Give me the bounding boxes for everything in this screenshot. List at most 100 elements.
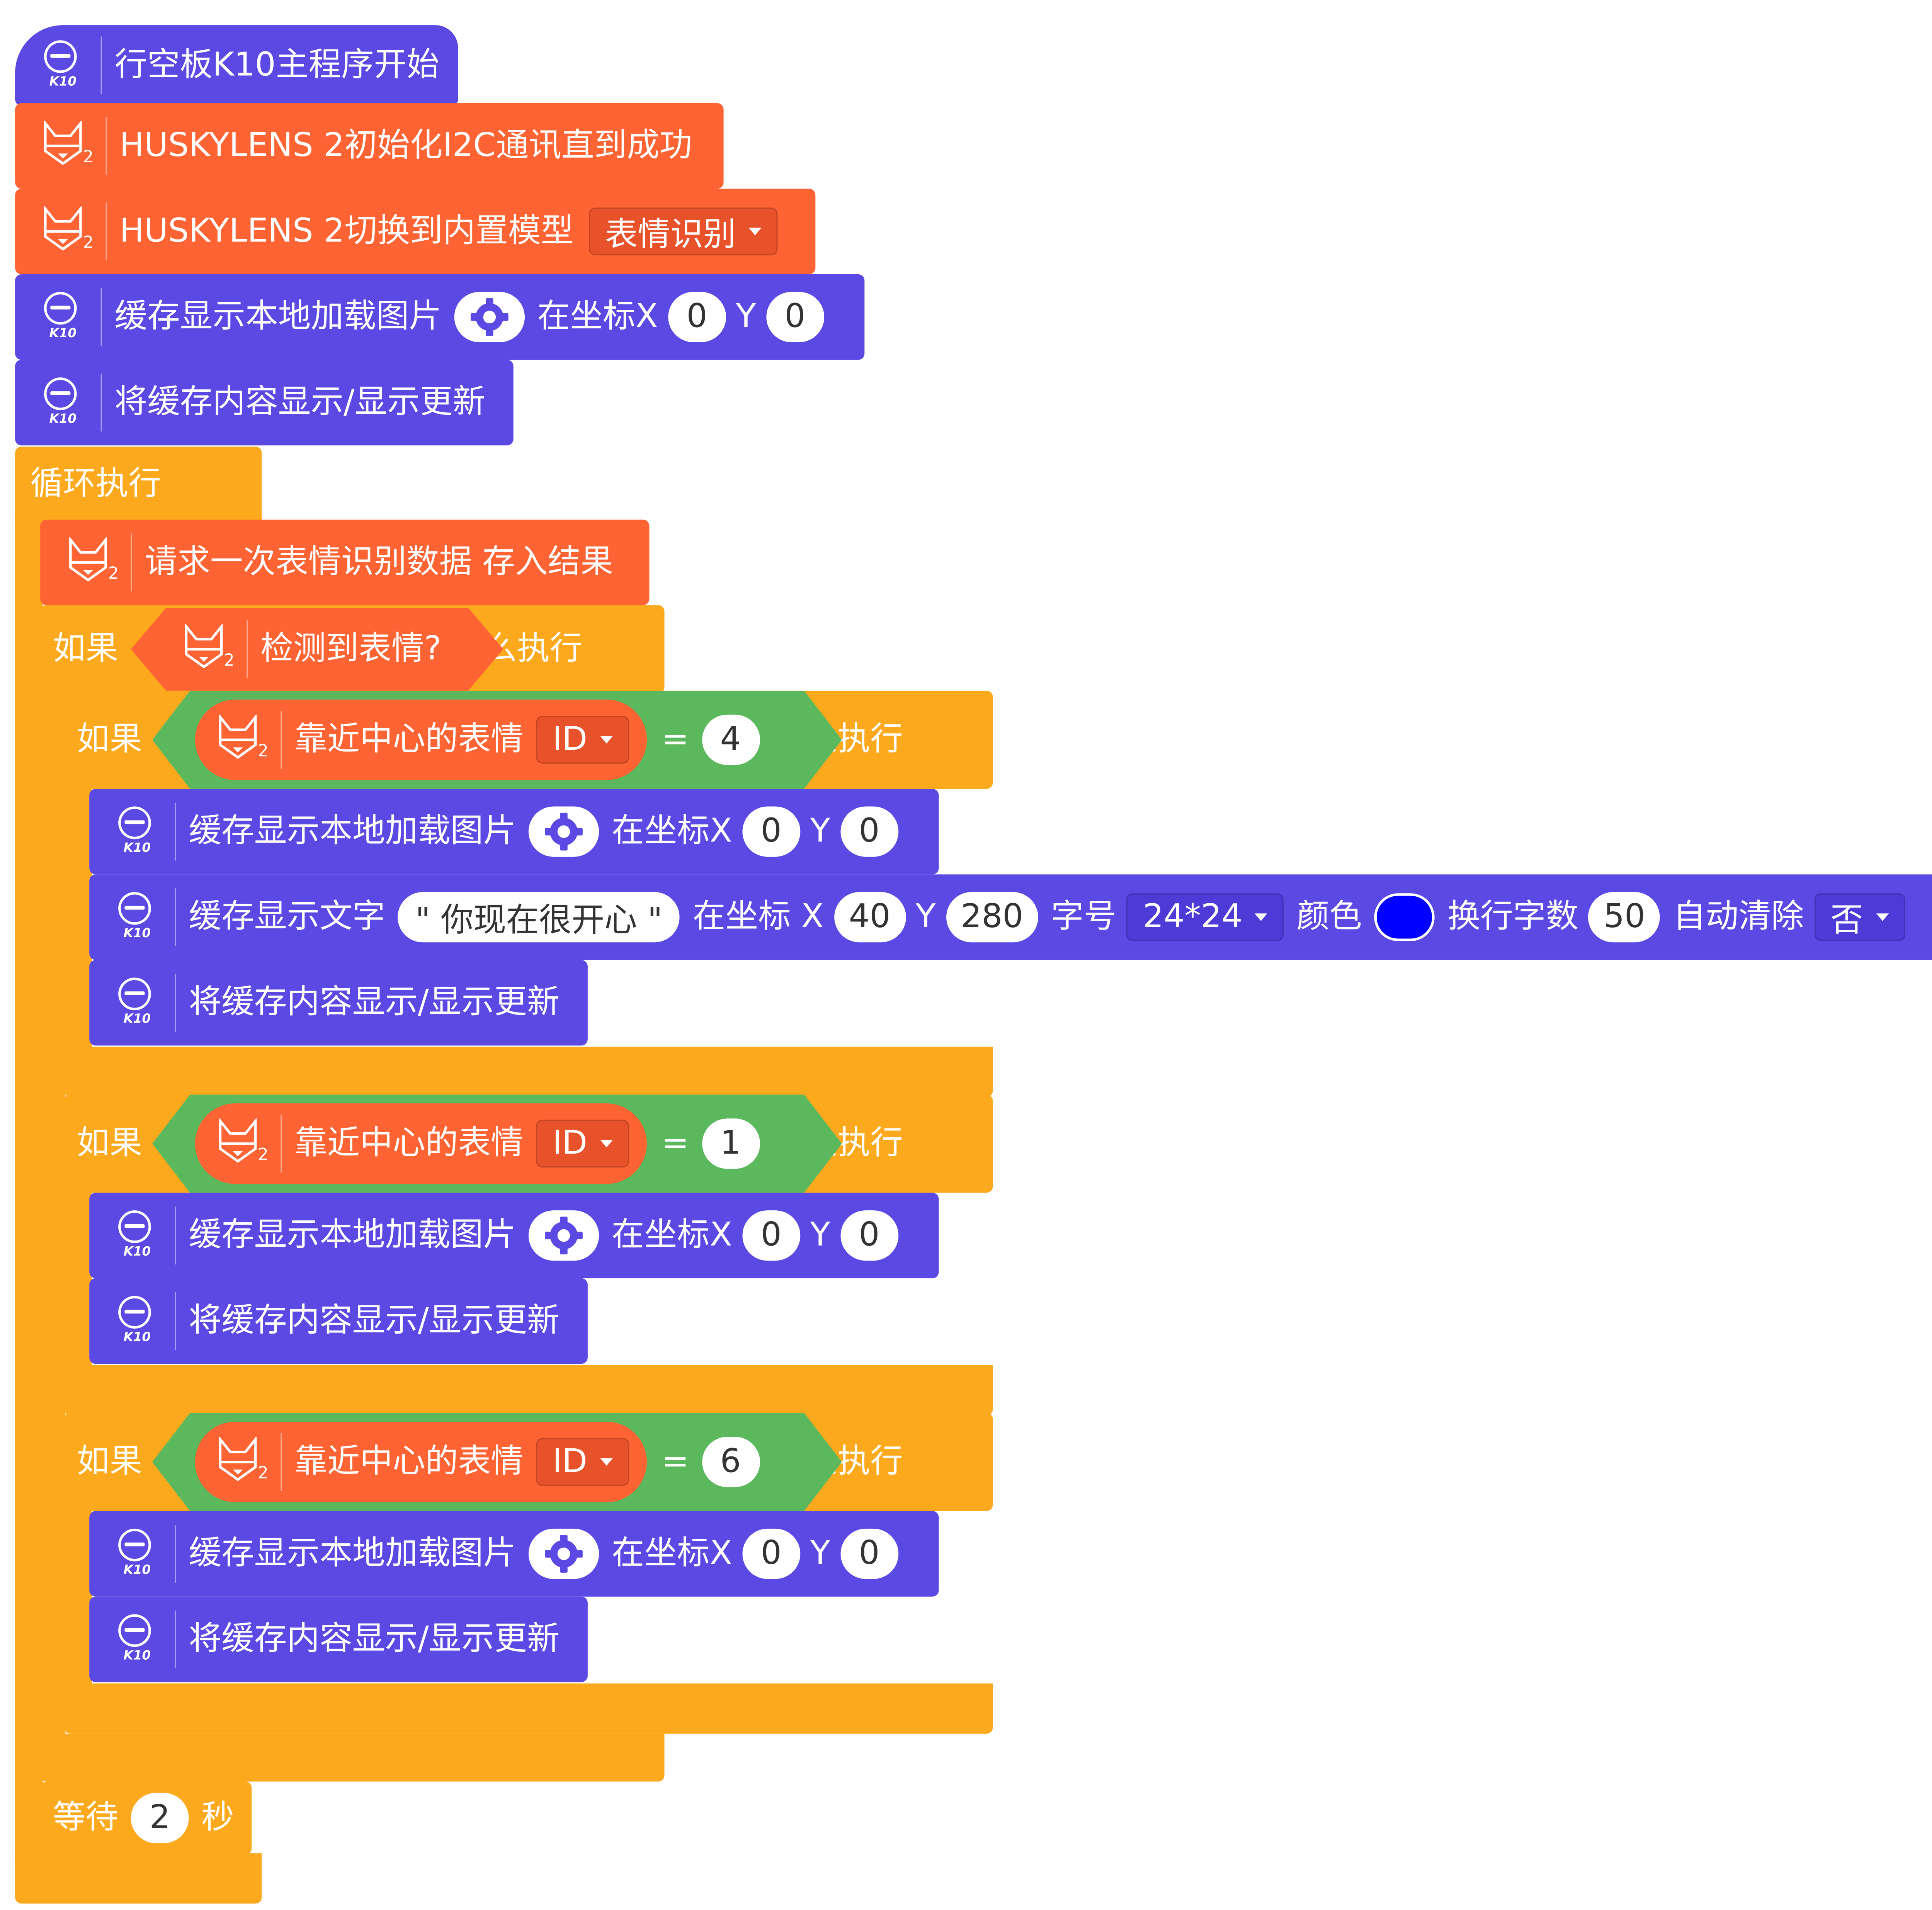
if-c-block[interactable]: 如果 2 靠近中心的表情 ID =: [64, 1413, 993, 1511]
husky-init-label: HUSKYLENS 2初始化I2C通讯直到成功: [119, 127, 692, 165]
x-input[interactable]: 0: [742, 1210, 800, 1261]
y-input[interactable]: 0: [766, 292, 824, 342]
compare-condition[interactable]: 2 靠近中心的表情 ID = 6: [152, 1413, 842, 1511]
update-display-block[interactable]: K10 将缓存内容显示/显示更新: [89, 960, 588, 1046]
wait-seconds-input[interactable]: 2: [131, 1793, 189, 1844]
show-image-label: 缓存显示本地加载图片: [189, 1535, 516, 1573]
request-data-block[interactable]: 2 请求一次表情识别数据 存入结果: [40, 520, 650, 605]
if-label: 如果: [53, 630, 119, 668]
y-label: Y: [810, 1535, 830, 1573]
image-picker[interactable]: [528, 1210, 599, 1261]
y-input[interactable]: 0: [840, 806, 898, 857]
show-image-block[interactable]: K10 缓存显示本地加载图片 在坐标X 0 Y 0: [15, 274, 865, 360]
chevron-down-icon: [1876, 913, 1888, 921]
gear-icon: [545, 1217, 583, 1254]
x-input[interactable]: 40: [833, 892, 906, 943]
huskylens-fox-icon: 2: [35, 113, 95, 178]
main-start-block[interactable]: K10 行空板K10主程序开始: [15, 25, 458, 106]
coord-x-label: 在坐标X: [611, 812, 732, 851]
chevron-down-icon: [600, 736, 613, 744]
huskylens-fox-icon: 2: [210, 1111, 270, 1176]
update-display-block[interactable]: K10 将缓存内容显示/显示更新: [89, 1596, 588, 1682]
update-display-label: 将缓存内容显示/显示更新: [189, 1302, 560, 1340]
show-image-block[interactable]: K10 缓存显示本地加载图片 在坐标X 0 Y 0: [89, 788, 939, 875]
nearest-expression-label: 靠近中心的表情: [294, 721, 524, 759]
x-input[interactable]: 0: [668, 292, 726, 342]
loop-label: 循环执行: [30, 465, 161, 503]
k10-board-icon: K10: [35, 284, 90, 350]
huskylens-fox-icon: 2: [210, 1429, 270, 1495]
if-label: 如果: [77, 1125, 143, 1163]
show-image-label: 缓存显示本地加载图片: [114, 298, 442, 336]
k10-board-icon: K10: [109, 799, 165, 864]
field-dropdown[interactable]: ID: [536, 1438, 629, 1486]
if-b-block[interactable]: 如果 2 靠近中心的表情 ID =: [64, 1094, 993, 1193]
if-outer-left-arm: [40, 685, 66, 1740]
huskylens-fox-icon: 2: [35, 199, 95, 264]
nearest-expression-label: 靠近中心的表情: [294, 1443, 524, 1481]
update-display-block[interactable]: K10 将缓存内容显示/显示更新: [89, 1278, 588, 1364]
if-a-block[interactable]: 如果 2 靠近中心的表情 ID =: [64, 690, 993, 789]
y-label: Y: [810, 812, 830, 851]
update-display-block[interactable]: K10 将缓存内容显示/显示更新: [15, 360, 514, 445]
y-label: Y: [736, 298, 756, 336]
compare-value-input[interactable]: 6: [701, 1437, 760, 1487]
compare-value-input[interactable]: 4: [701, 714, 760, 765]
auto-clear-dropdown[interactable]: 否: [1814, 893, 1905, 941]
coord-x-label: 在坐标X: [611, 1535, 732, 1573]
k10-board-icon: K10: [109, 1607, 165, 1672]
nearest-expression-reporter[interactable]: 2 靠近中心的表情 ID: [195, 699, 647, 780]
if-a-left-arm: [64, 780, 92, 1057]
text-input[interactable]: " 你现在很开心 ": [398, 892, 680, 943]
if-outer-block[interactable]: 如果 2 检测到表情? 那么执行: [40, 605, 665, 693]
image-picker[interactable]: [454, 292, 525, 342]
y-input[interactable]: 280: [946, 892, 1039, 943]
color-swatch[interactable]: [1374, 893, 1435, 941]
wrap-input[interactable]: 50: [1588, 892, 1661, 943]
nearest-expression-reporter[interactable]: 2 靠近中心的表情 ID: [195, 1422, 647, 1502]
y-label: Y: [810, 1217, 830, 1254]
seconds-label: 秒: [201, 1799, 234, 1837]
k10-board-icon: K10: [35, 370, 90, 435]
field-dropdown[interactable]: ID: [536, 1120, 629, 1168]
chevron-down-icon: [600, 1458, 613, 1466]
image-picker[interactable]: [528, 1528, 599, 1579]
main-start-label: 行空板K10主程序开始: [114, 46, 440, 85]
model-dropdown[interactable]: 表情识别: [588, 207, 777, 256]
husky-switch-block[interactable]: 2 HUSKYLENS 2切换到内置模型 表情识别: [15, 189, 816, 274]
update-display-label: 将缓存内容显示/显示更新: [189, 1620, 560, 1659]
k10-board-icon: K10: [109, 1288, 165, 1354]
husky-init-block[interactable]: 2 HUSKYLENS 2初始化I2C通讯直到成功: [15, 103, 724, 189]
show-text-block[interactable]: K10 缓存显示文字 " 你现在很开心 " 在坐标 X 40 Y 280 字号 …: [89, 874, 1932, 960]
show-text-label: 缓存显示文字: [189, 898, 385, 936]
field-dropdown[interactable]: ID: [536, 716, 629, 764]
loop-block[interactable]: 循环执行: [15, 447, 262, 522]
font-size-dropdown[interactable]: 24*24: [1126, 893, 1284, 941]
gear-icon: [545, 812, 583, 851]
x-input[interactable]: 0: [742, 806, 800, 857]
chevron-down-icon: [1255, 913, 1268, 921]
update-display-label: 将缓存内容显示/显示更新: [114, 384, 486, 421]
auto-clear-label: 自动清除: [1673, 898, 1804, 936]
compare-condition[interactable]: 2 靠近中心的表情 ID = 1: [152, 1094, 842, 1193]
compare-value-input[interactable]: 1: [701, 1118, 760, 1169]
loop-left-arm: [15, 516, 43, 1862]
nearest-expression-reporter[interactable]: 2 靠近中心的表情 ID: [195, 1103, 647, 1184]
wait-block[interactable]: 等待 2 秒: [40, 1781, 252, 1855]
show-image-block[interactable]: K10 缓存显示本地加载图片 在坐标X 0 Y 0: [89, 1511, 939, 1597]
show-image-block[interactable]: K10 缓存显示本地加载图片 在坐标X 0 Y 0: [89, 1193, 939, 1278]
husky-switch-label: HUSKYLENS 2切换到内置模型: [119, 212, 574, 251]
gear-icon: [471, 298, 509, 336]
detected-condition[interactable]: 2 检测到表情?: [131, 607, 503, 691]
compare-condition[interactable]: 2 靠近中心的表情 ID = 4: [152, 690, 842, 789]
y-input[interactable]: 0: [840, 1210, 898, 1261]
chevron-down-icon: [748, 228, 761, 236]
image-picker[interactable]: [528, 806, 599, 857]
if-c-left-arm: [64, 1503, 92, 1692]
equals-sign: =: [662, 721, 689, 759]
x-input[interactable]: 0: [742, 1528, 800, 1579]
y-label: Y: [915, 898, 936, 936]
y-input[interactable]: 0: [840, 1528, 898, 1579]
huskylens-fox-icon: 2: [210, 707, 270, 772]
